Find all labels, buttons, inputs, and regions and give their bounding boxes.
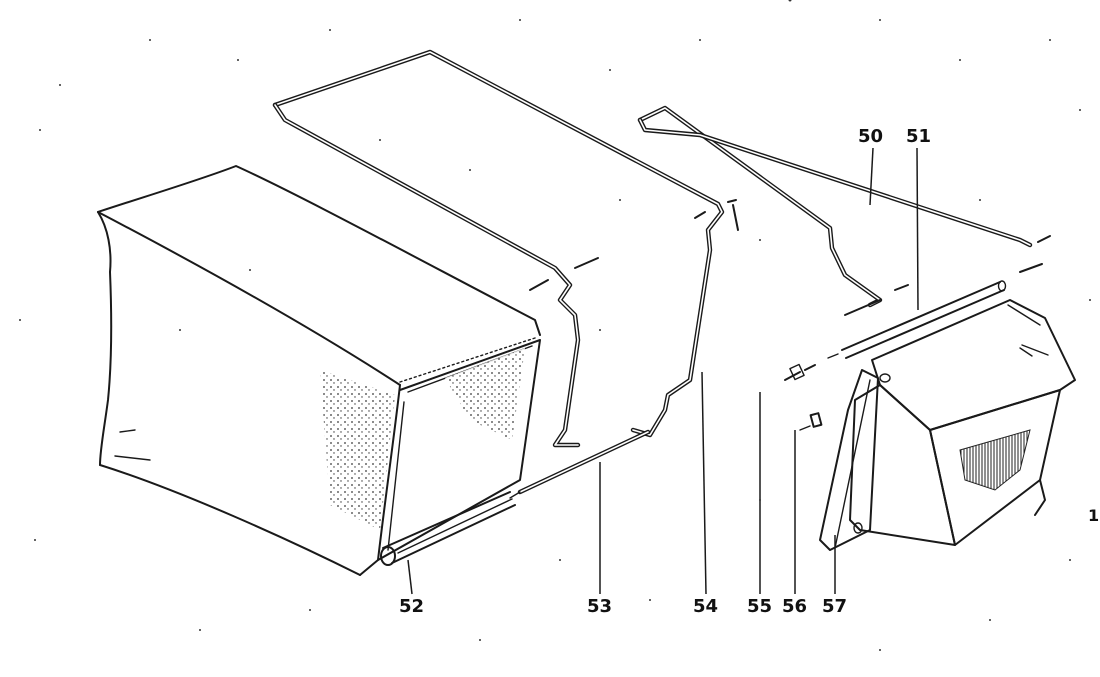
callout-52: 52 bbox=[399, 596, 425, 617]
callout-51: 51 bbox=[906, 126, 932, 147]
chute-assembly bbox=[819, 299, 1076, 551]
scan-noise bbox=[19, 0, 1091, 651]
callout-57: 57 bbox=[822, 596, 848, 617]
leader-lines bbox=[407, 147, 919, 595]
callout-55: 55 bbox=[747, 596, 773, 617]
fastener-56 bbox=[799, 412, 823, 431]
fastener-55 bbox=[784, 363, 816, 381]
callout-54: 54 bbox=[693, 596, 719, 617]
lower-rod bbox=[509, 429, 651, 499]
grass-bag bbox=[97, 165, 541, 576]
callout-50: 50 bbox=[858, 126, 884, 147]
upper-handle-frame bbox=[272, 49, 739, 448]
callout-56: 56 bbox=[782, 596, 808, 617]
small-frame bbox=[637, 105, 1051, 316]
edge-mark: 1 bbox=[1088, 506, 1100, 525]
callout-53: 53 bbox=[587, 596, 613, 617]
rod-51 bbox=[827, 280, 1007, 359]
